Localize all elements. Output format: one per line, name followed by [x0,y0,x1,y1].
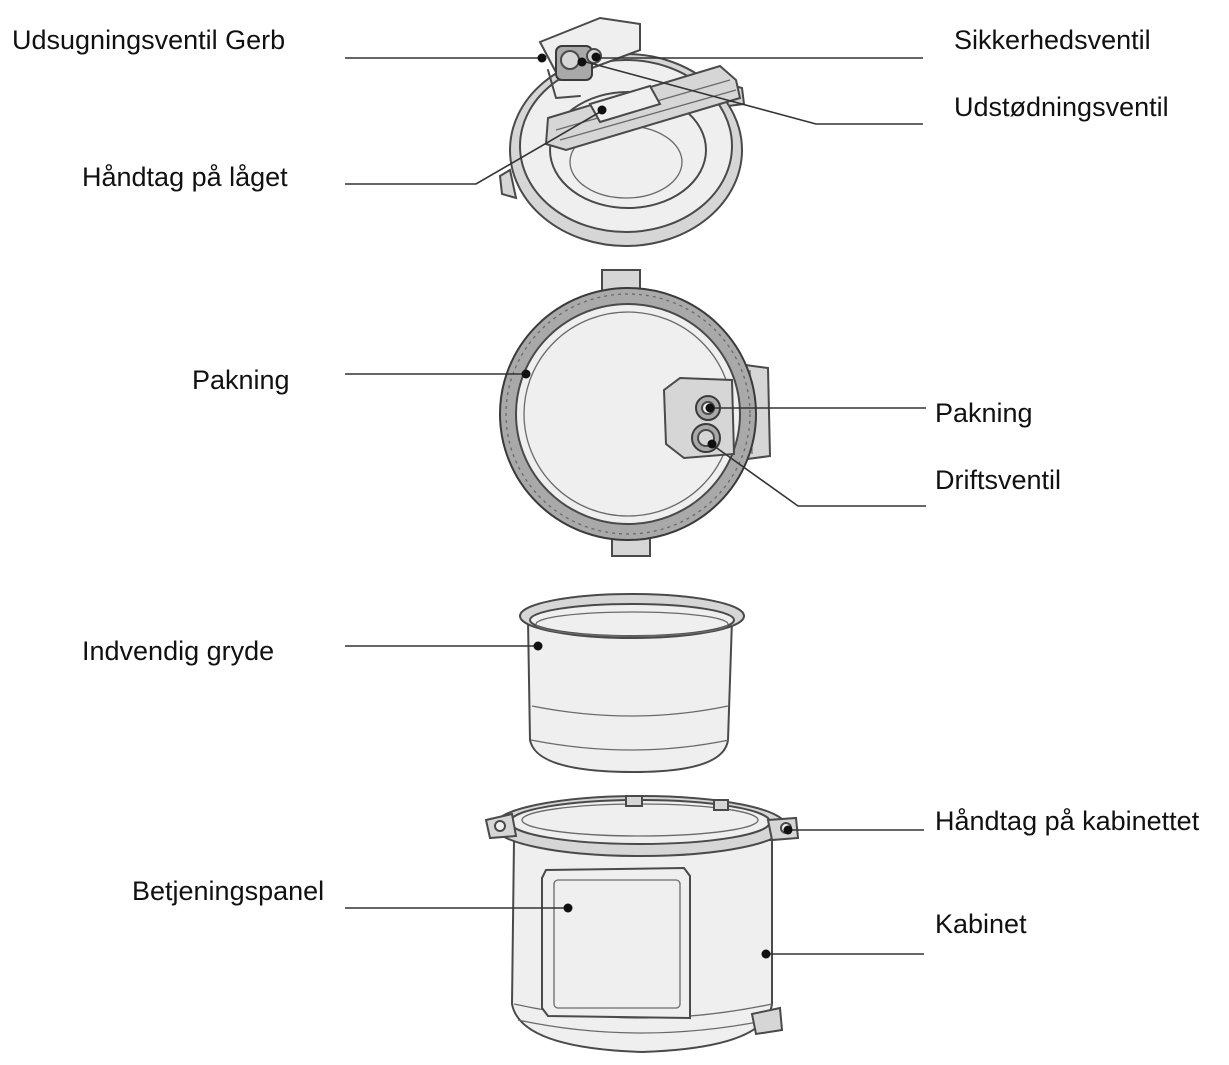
inner-pot [519,593,745,774]
label-lid-handle: Håndtag på låget [82,162,288,192]
lid-underside-view [499,269,772,557]
label-safety-valve: Sikkerhedsventil [954,25,1151,55]
label-inner-pot: Indvendig gryde [82,636,275,666]
cabinet [484,795,800,1054]
label-cabinet-handle: Håndtag på kabinettet [935,806,1200,836]
label-operating-valve: Driftsventil [935,465,1062,495]
label-cabinet: Kabinet [935,909,1027,939]
lid-top-view [498,16,746,247]
leader-lines [345,52,926,959]
label-control-panel: Betjeningspanel [132,876,325,906]
label-exhaust-valve-cover: Udsugningsventil Gerb [12,25,286,55]
label-exhaust-valve: Udstødningsventil [954,92,1169,122]
label-gasket-right: Pakning [935,398,1033,428]
label-gasket-left: Pakning [192,365,290,395]
